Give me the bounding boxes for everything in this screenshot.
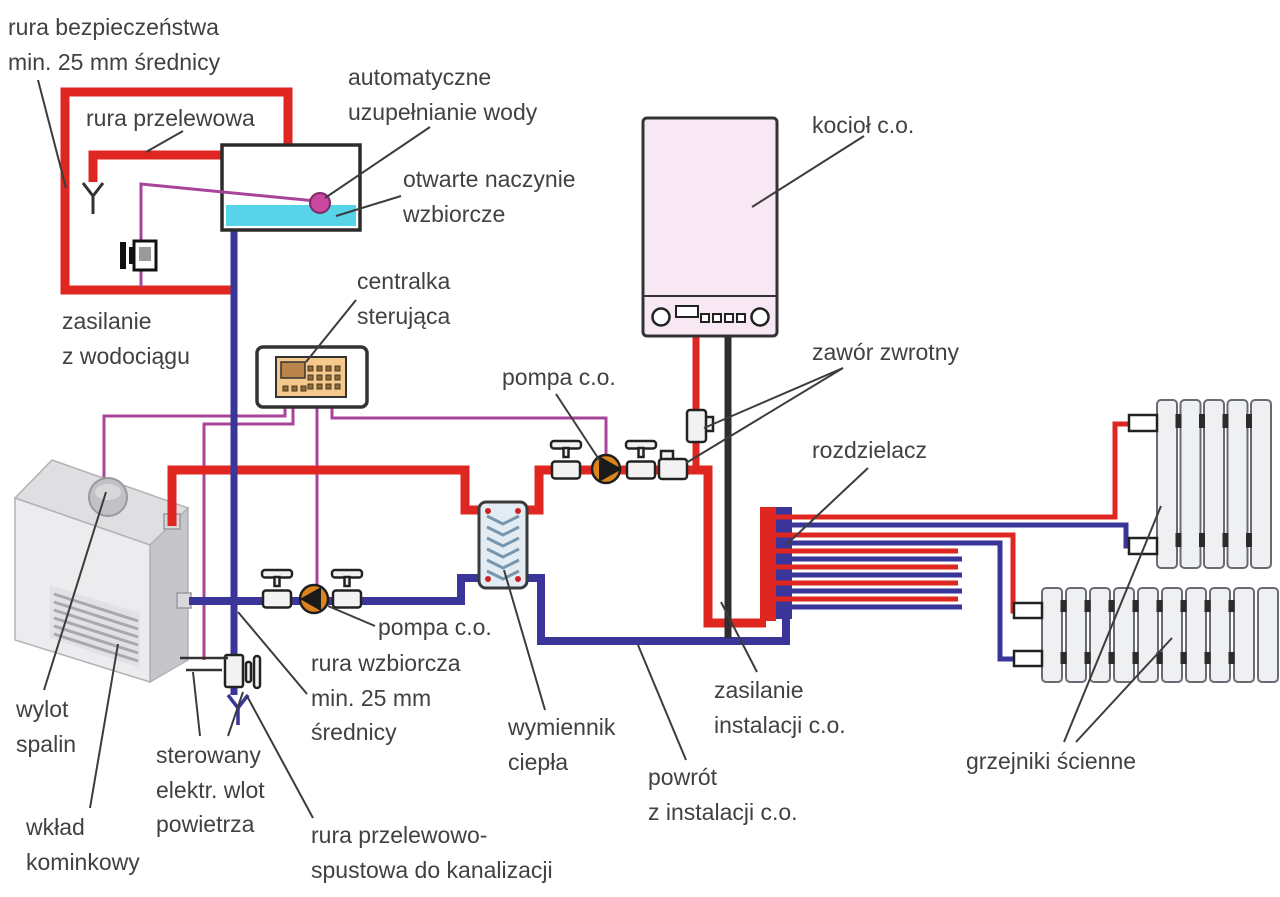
drain-funnel-overflow — [81, 182, 105, 214]
manifold-return-bar — [776, 507, 792, 619]
label-air-inlet: sterowany elektr. wlot powietrza — [156, 742, 265, 837]
ball-valve — [624, 439, 658, 480]
boiler-knob — [651, 307, 671, 327]
fireplace-insert — [13, 459, 192, 684]
control-unit-display — [280, 361, 306, 379]
label-pump-bottom: pompa c.o. — [378, 614, 492, 640]
radiator-top — [1127, 399, 1272, 569]
check-valve-vertical — [685, 408, 715, 444]
fireplace-supply-line — [167, 465, 484, 526]
label-flue-outlet: wylot spalin — [16, 696, 77, 757]
label-boiler: kocioł c.o. — [812, 112, 915, 138]
safety-pipe-line — [60, 87, 293, 295]
label-expansion-pipe: rura wzbiorcza min. 25 mm średnicy — [311, 650, 461, 745]
label-drain-pipe: rura przelewowo- spustowa do kanalizacji — [311, 822, 553, 883]
main-return-line — [524, 574, 790, 645]
label-radiators: grzejniki ścienne — [966, 748, 1137, 774]
check-valve-horizontal — [657, 449, 689, 481]
drain-valve — [223, 653, 262, 690]
return-connector — [176, 592, 192, 609]
label-heat-exchanger: wymiennik ciepła — [508, 714, 616, 775]
ball-valve — [549, 439, 583, 480]
radiator-bottom — [1012, 587, 1279, 683]
boiler-display — [675, 305, 699, 318]
radiator-outlet-stub — [1012, 649, 1044, 668]
control-unit — [255, 345, 369, 409]
label-water-supply: zasilanie z wodociągu — [62, 308, 190, 369]
label-overflow-pipe: rura przelewowa — [86, 105, 255, 131]
pump-top — [590, 453, 622, 485]
label-fireplace-insert: wkład kominkowy — [26, 814, 140, 875]
manifold-circuits — [766, 421, 1135, 662]
manifold-supply-bar — [760, 507, 776, 621]
wire-air-inlet — [202, 404, 295, 660]
overflow-pipe-line — [88, 150, 224, 182]
wire-pump-top — [330, 404, 608, 456]
label-manifold: rozdzielacz — [812, 437, 928, 463]
label-expansion-vessel: otwarte naczynie wzbiorcze — [403, 166, 576, 227]
supply-pipes — [60, 87, 766, 628]
boiler-buttons — [700, 313, 746, 323]
label-control-unit: centralka sterująca — [357, 268, 451, 329]
chimney-outlet-icon — [88, 477, 128, 517]
label-supply-line: zasilanie instalacji c.o. — [714, 677, 846, 738]
leader-lines — [37, 79, 1173, 819]
ball-valve — [260, 568, 294, 609]
solenoid-valve-icon — [120, 239, 158, 272]
wire-chimney-sensor — [102, 404, 287, 481]
radiator-inlet-stub — [1012, 601, 1044, 620]
radiator-outlet-stub — [1127, 536, 1159, 556]
pump-bottom — [298, 583, 330, 615]
label-return-line: powrót z instalacji c.o. — [648, 764, 798, 825]
boiler-knob — [750, 307, 770, 327]
heat-exchanger — [477, 500, 529, 590]
drain-funnel-sewer — [226, 693, 250, 725]
ball-valve — [330, 568, 364, 609]
label-safety-pipe: rura bezpieczeństwa min. 25 mm średnicy — [8, 14, 221, 75]
main-supply-line — [524, 465, 766, 628]
control-wires — [102, 404, 608, 660]
air-inlet-symbol — [180, 656, 228, 672]
radiator-inlet-stub — [1127, 413, 1159, 433]
label-auto-refill: automatyczne uzupełnianie wody — [348, 64, 538, 125]
label-pump-top: pompa c.o. — [502, 364, 616, 390]
manifold — [760, 421, 1135, 662]
boiler — [641, 116, 779, 338]
label-check-valve: zawór zwrotny — [812, 339, 959, 365]
expansion-tank — [139, 143, 362, 287]
